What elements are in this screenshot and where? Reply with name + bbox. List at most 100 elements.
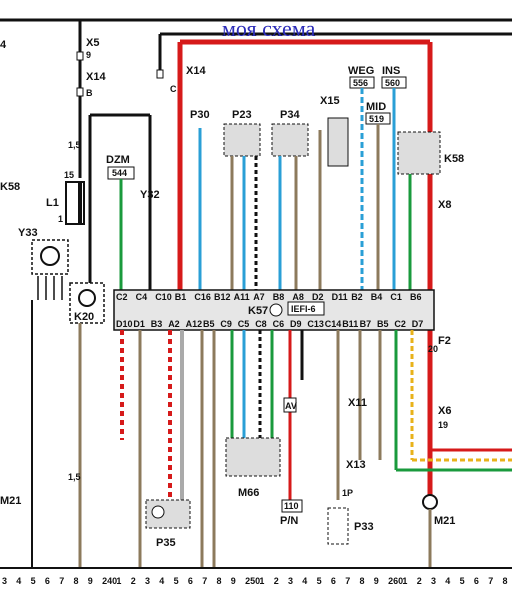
- x14a-connector: [76, 87, 84, 97]
- p23-label: P23: [232, 109, 252, 121]
- left-wire-size: 4: [0, 39, 7, 51]
- ecu-bottom-pin-b5-5: B5: [203, 319, 215, 329]
- x13-label: X13: [346, 459, 366, 471]
- ecu-top-pin-c4: C4: [136, 292, 148, 302]
- av-label: AV: [285, 401, 297, 411]
- bottom-scale-25: 8: [360, 576, 365, 586]
- bottom-scale-2: 5: [31, 576, 36, 586]
- l1-pin15: 15: [64, 170, 74, 180]
- av-box: [283, 397, 297, 413]
- pn-box: [281, 499, 303, 513]
- ecu-top-pin-b8: B8: [273, 292, 285, 302]
- x14a-pin: B: [86, 88, 93, 98]
- x6-label: X6: [438, 405, 451, 417]
- ecu-bottom-pin-c2-16: C2: [394, 319, 406, 329]
- ecu-bottom-pin-d10-0: D10: [116, 319, 133, 329]
- m21-label: M21: [434, 515, 455, 527]
- ecu-clock-icon: [269, 303, 283, 317]
- m66-box: [225, 437, 281, 477]
- ecu-bottom-pin-b11-13: B11: [342, 319, 358, 329]
- wire-size-x5: 1,5: [68, 140, 81, 150]
- x14b-connector: [156, 69, 164, 79]
- mid-label: MID: [366, 101, 386, 113]
- bottom-scale-14: 7: [202, 576, 207, 586]
- ecu-bottom-pin-a12-4: A12: [186, 319, 203, 329]
- bottom-scale-19: 2: [274, 576, 279, 586]
- m66-label: M66: [238, 487, 259, 499]
- bottom-scale-30: 3: [431, 576, 436, 586]
- x5-connector: [76, 51, 84, 61]
- ecu-bottom-pin-d9-10: D9: [290, 319, 302, 329]
- bottom-scale-12: 5: [174, 576, 179, 586]
- x14b-pin: C: [170, 84, 177, 94]
- bottom-scale-35: 8: [503, 576, 508, 586]
- ecu-bottom-pin-a2-3: A2: [168, 319, 180, 329]
- ecu-top-pin-c10: C10: [155, 292, 172, 302]
- ecu-top-pin-a8: A8: [292, 292, 304, 302]
- ecu-bottom-pin-c6-9: C6: [273, 319, 285, 329]
- bottom-scale-18: 1: [259, 576, 264, 586]
- ecu-top-pin-c16: C16: [194, 292, 211, 302]
- y32-label: Y32: [140, 189, 160, 201]
- bottom-scale-23: 6: [331, 576, 336, 586]
- p34-box: [271, 123, 309, 157]
- bottom-scale-34: 7: [488, 576, 493, 586]
- ecu-top-pin-b4: B4: [371, 292, 383, 302]
- ecu-k57: [113, 289, 435, 331]
- ins-label: INS: [382, 65, 400, 77]
- mid-num: 519: [369, 114, 384, 124]
- bottom-scale-31: 4: [445, 576, 450, 586]
- bottom-scale-5: 8: [74, 576, 79, 586]
- bottom-scale-21: 4: [302, 576, 307, 586]
- p30-label: P30: [190, 109, 210, 121]
- ecu-top-pin-b6: B6: [410, 292, 422, 302]
- ecu-bottom-pin-c9-6: C9: [220, 319, 232, 329]
- y33-label: Y33: [18, 227, 38, 239]
- diagram-title: моя схема: [222, 16, 316, 41]
- bottom-scale-26: 9: [374, 576, 379, 586]
- f2-label: F2: [438, 335, 451, 347]
- x11-label: X11: [348, 397, 367, 409]
- dzm-num: 544: [112, 168, 127, 178]
- ecu-top-pin-c2: C2: [116, 292, 128, 302]
- bottom-scale-17: 250: [245, 576, 260, 586]
- weg-num: 556: [353, 78, 368, 88]
- bottom-scale-10: 3: [145, 576, 150, 586]
- bottom-scale-29: 2: [417, 576, 422, 586]
- x5-pin: 9: [86, 50, 91, 60]
- bottom-scale-8: 1: [116, 576, 121, 586]
- bottom-scale-0: 3: [2, 576, 7, 586]
- bottom-scale-1: 4: [16, 576, 21, 586]
- left-m21-label: M21: [0, 495, 21, 507]
- f2-pin: 20: [428, 344, 438, 354]
- bottom-scale-13: 6: [188, 576, 193, 586]
- bottom-scale-20: 3: [288, 576, 293, 586]
- x14b-label: X14: [186, 65, 206, 77]
- bottom-scale-9: 2: [131, 576, 136, 586]
- x14a-label: X14: [86, 71, 106, 83]
- ecu-bottom-pin-d1-1: D1: [133, 319, 145, 329]
- ecu-top-pin-a7: A7: [253, 292, 265, 302]
- ecu-bottom-pin-d7-17: D7: [412, 319, 424, 329]
- k58-label: K58: [444, 153, 464, 165]
- bottom-scale-22: 5: [317, 576, 322, 586]
- p35-symbol: [151, 505, 165, 519]
- ecu-bottom-pin-c8-8: C8: [255, 319, 267, 329]
- ecu-variant-box: [287, 301, 325, 316]
- bottom-scale-16: 9: [231, 576, 236, 586]
- x6-pin: 19: [438, 420, 448, 430]
- p33-label: P33: [354, 521, 374, 533]
- l1-label: L1: [46, 197, 59, 209]
- ecu-name: K57: [248, 305, 268, 317]
- k20-label: K20: [74, 311, 94, 323]
- ecu-top-pin-b1: B1: [175, 292, 187, 302]
- bottom-scale-7: 240: [102, 576, 117, 586]
- pn-num: 110: [284, 501, 299, 511]
- p23-box: [223, 123, 261, 157]
- ecu-bottom-pin-b5-15: B5: [377, 319, 389, 329]
- bottom-scale-24: 7: [345, 576, 350, 586]
- ecu-top-pin-b12: B12: [214, 292, 231, 302]
